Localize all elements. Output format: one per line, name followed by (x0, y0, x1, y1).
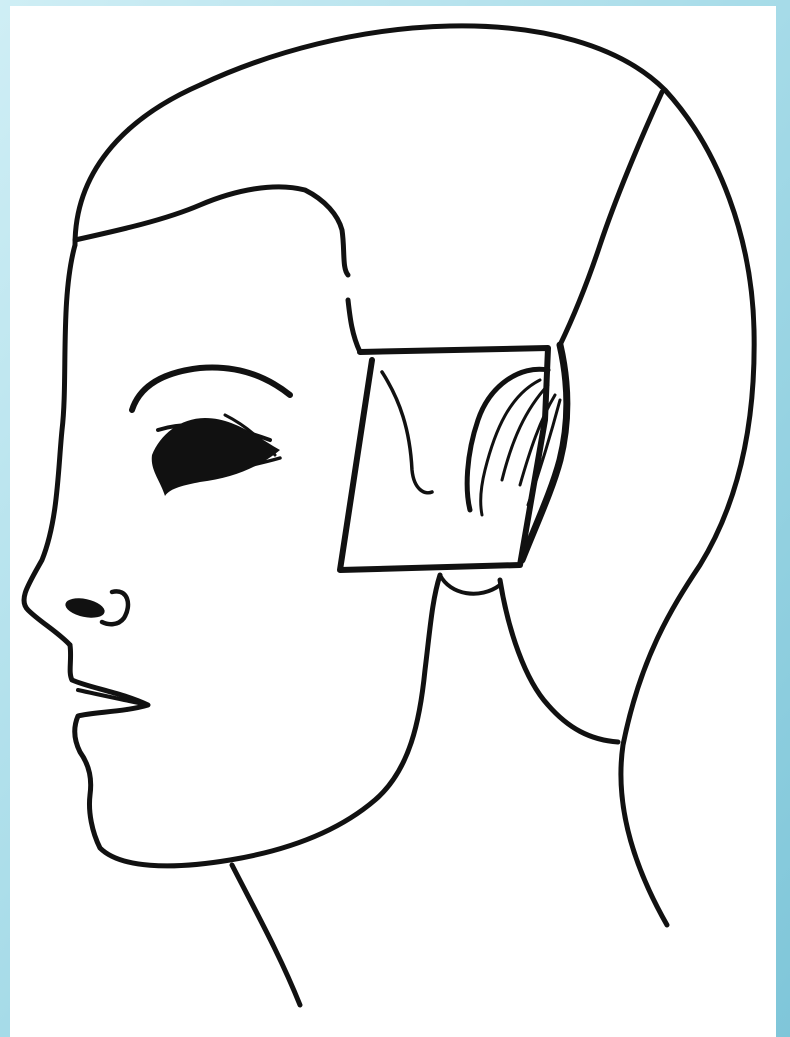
paper (10, 6, 776, 1037)
